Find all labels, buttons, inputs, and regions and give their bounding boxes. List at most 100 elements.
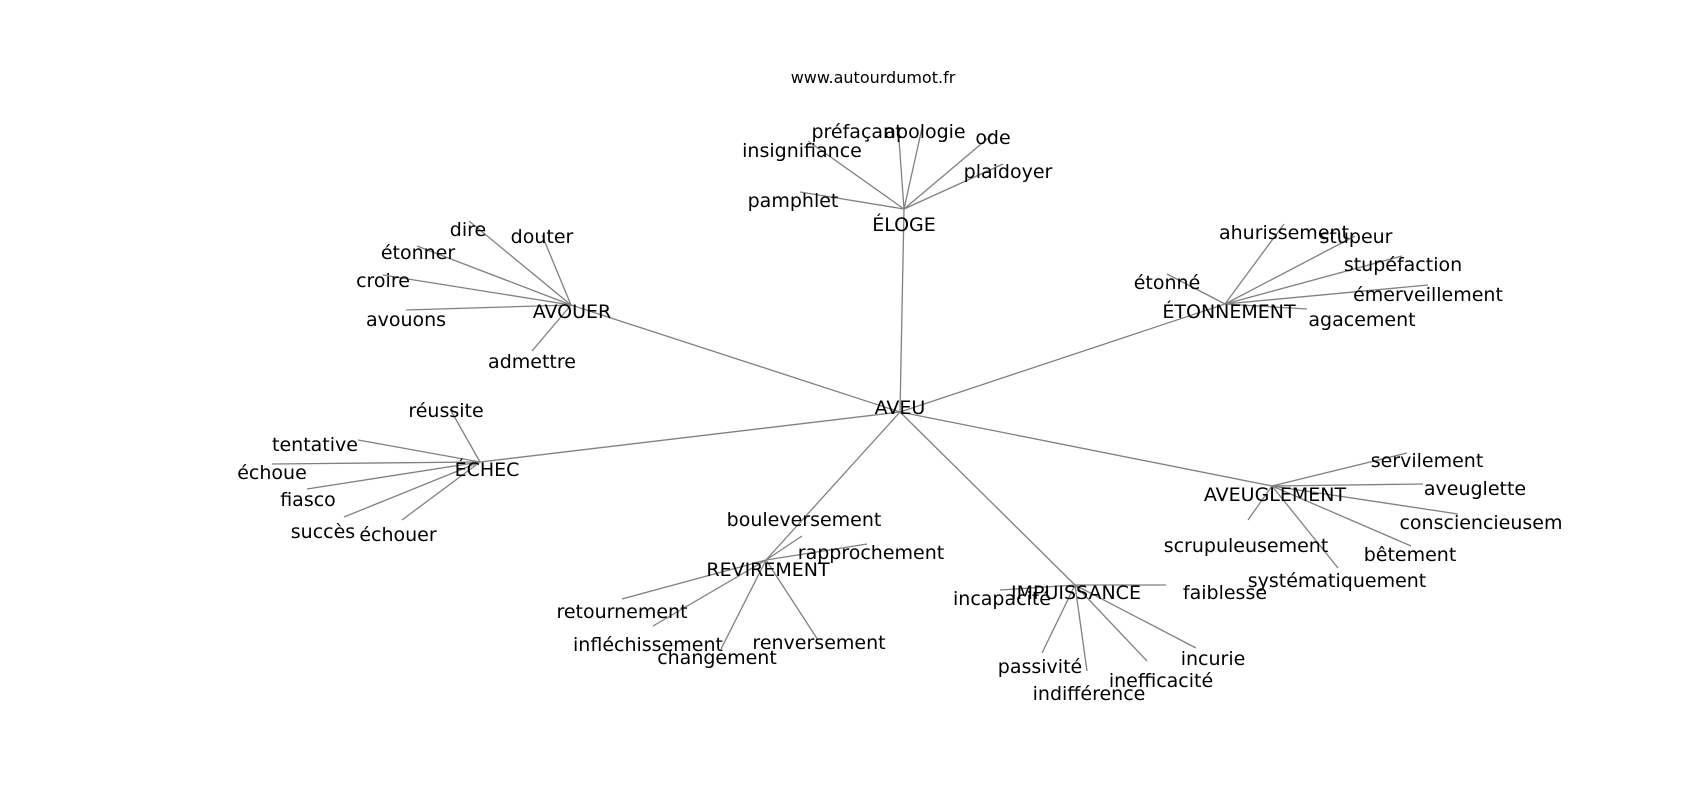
edge-hub-to-leaf bbox=[1166, 273, 1226, 305]
leaf-word: insignifiance bbox=[742, 140, 862, 162]
leaf-word: avouons bbox=[366, 309, 446, 331]
leaf-word: bêtement bbox=[1364, 544, 1457, 566]
leaf-word: étonner bbox=[381, 242, 456, 264]
edge-hub-to-leaf bbox=[468, 220, 572, 306]
hub-word: ÉLOGE bbox=[872, 213, 936, 236]
leaf-word: agacement bbox=[1308, 309, 1415, 331]
edge-hub-to-leaf bbox=[541, 234, 572, 306]
edge-hub-to-leaf bbox=[1074, 584, 1197, 649]
edge-hub-to-leaf bbox=[382, 274, 572, 306]
graph-edges bbox=[271, 125, 1459, 672]
leaf-word: renversement bbox=[752, 632, 885, 654]
leaf-word: réussite bbox=[408, 400, 483, 422]
leaf-word: apologie bbox=[884, 121, 965, 143]
leaf-word: changement bbox=[657, 647, 777, 669]
leaf-word: inefficacité bbox=[1109, 670, 1213, 692]
edge-hub-to-leaf bbox=[652, 559, 767, 627]
hub-word: AVOUER bbox=[533, 301, 612, 323]
leaf-word: passivité bbox=[998, 656, 1082, 678]
edge-hub-to-leaf bbox=[999, 584, 1076, 591]
edge-hub-to-leaf bbox=[1224, 303, 1308, 310]
edge-hub-to-leaf bbox=[1247, 485, 1273, 521]
leaf-word: douter bbox=[511, 226, 574, 248]
leaf-word: incurie bbox=[1181, 648, 1246, 670]
edge-hub-to-leaf bbox=[807, 140, 905, 210]
hub-word: AVEUGLEMENT bbox=[1204, 484, 1347, 506]
leaf-word: stupéfaction bbox=[1344, 254, 1462, 276]
hub-word: ÉCHEC bbox=[455, 458, 520, 481]
edge-center-to-hub bbox=[899, 411, 1076, 586]
edge-hub-to-leaf bbox=[401, 461, 481, 521]
edge-hub-to-leaf bbox=[1224, 255, 1403, 305]
edge-hub-to-leaf bbox=[405, 304, 572, 311]
edge-hub-to-leaf bbox=[343, 461, 481, 518]
edge-hub-to-leaf bbox=[1271, 485, 1339, 569]
leaf-word: incapacité bbox=[953, 588, 1051, 610]
edge-hub-to-leaf bbox=[306, 461, 481, 490]
leaf-word: infléchissement bbox=[573, 634, 723, 656]
leaf-word: tentative bbox=[272, 434, 358, 456]
hub-word: ÉTONNEMENT bbox=[1162, 300, 1296, 323]
edge-hub-to-leaf bbox=[1224, 284, 1429, 305]
edge-center-to-hub bbox=[899, 303, 1226, 413]
leaf-word: systématiquement bbox=[1248, 570, 1427, 592]
leaf-word: faiblesse bbox=[1183, 582, 1267, 604]
leaf-word: rapprochement bbox=[798, 542, 944, 564]
leaf-word: consciencieusem bbox=[1399, 512, 1562, 534]
leaf-word: stupeur bbox=[1320, 226, 1393, 248]
leaf-word: fiasco bbox=[280, 489, 336, 511]
edge-hub-to-leaf bbox=[357, 439, 481, 463]
leaf-word: plaidoyer bbox=[964, 161, 1053, 183]
edge-hub-to-leaf bbox=[765, 559, 819, 641]
edge-hub-to-leaf bbox=[1074, 584, 1148, 662]
leaf-word: pamphlet bbox=[748, 190, 839, 212]
edge-center-to-hub bbox=[570, 304, 901, 413]
edge-hub-to-leaf bbox=[799, 191, 905, 210]
edge-hub-to-leaf bbox=[621, 559, 767, 600]
edge-hub-to-leaf bbox=[897, 125, 905, 210]
leaf-word: ode bbox=[975, 127, 1010, 149]
leaf-word: scrupuleusement bbox=[1164, 535, 1329, 557]
edge-hub-to-leaf bbox=[271, 461, 481, 465]
leaf-word: succès bbox=[291, 521, 355, 543]
edge-hub-to-leaf bbox=[1224, 223, 1285, 305]
leaf-word: aveuglette bbox=[1424, 478, 1526, 500]
edge-center-to-hub bbox=[479, 411, 901, 463]
edge-hub-to-leaf bbox=[903, 163, 1004, 210]
leaf-word: dire bbox=[450, 219, 486, 241]
edge-hub-to-leaf bbox=[1074, 584, 1088, 672]
center-word: AVEU bbox=[875, 397, 926, 419]
edge-hub-to-leaf bbox=[449, 408, 481, 463]
leaf-word: étonné bbox=[1134, 272, 1201, 294]
edge-hub-to-leaf bbox=[531, 304, 572, 352]
edge-hub-to-leaf bbox=[1271, 483, 1424, 487]
leaf-word: bouleversement bbox=[727, 509, 882, 531]
edge-hub-to-leaf bbox=[1224, 235, 1356, 305]
leaf-word: préfaçant bbox=[811, 121, 902, 143]
edge-hub-to-leaf bbox=[720, 559, 767, 650]
hub-word: REVIREMENT bbox=[706, 559, 830, 581]
edge-hub-to-leaf bbox=[903, 127, 923, 210]
leaf-word: échouer bbox=[359, 524, 437, 546]
edge-hub-to-leaf bbox=[1271, 485, 1459, 515]
edge-center-to-hub bbox=[899, 208, 905, 413]
hub-word: IMPUISSANCE bbox=[1011, 582, 1141, 604]
edge-hub-to-leaf bbox=[765, 543, 868, 561]
edge-hub-to-leaf bbox=[765, 535, 803, 561]
edge-center-to-hub bbox=[765, 411, 901, 561]
leaf-word: échoue bbox=[237, 462, 307, 484]
leaf-word: émerveillement bbox=[1353, 284, 1503, 306]
source-url: www.autourdumot.fr bbox=[791, 68, 956, 87]
leaf-word: admettre bbox=[488, 351, 576, 373]
edge-center-to-hub bbox=[899, 411, 1273, 487]
leaf-word: indifférence bbox=[1033, 683, 1146, 705]
leaf-word: retournement bbox=[556, 601, 687, 623]
edge-hub-to-leaf bbox=[903, 133, 994, 210]
edge-hub-to-leaf bbox=[1041, 584, 1076, 654]
leaf-word: croire bbox=[356, 270, 410, 292]
edge-hub-to-leaf bbox=[1271, 485, 1412, 547]
edge-hub-to-leaf bbox=[1271, 452, 1408, 487]
leaf-word: servilement bbox=[1371, 450, 1484, 472]
